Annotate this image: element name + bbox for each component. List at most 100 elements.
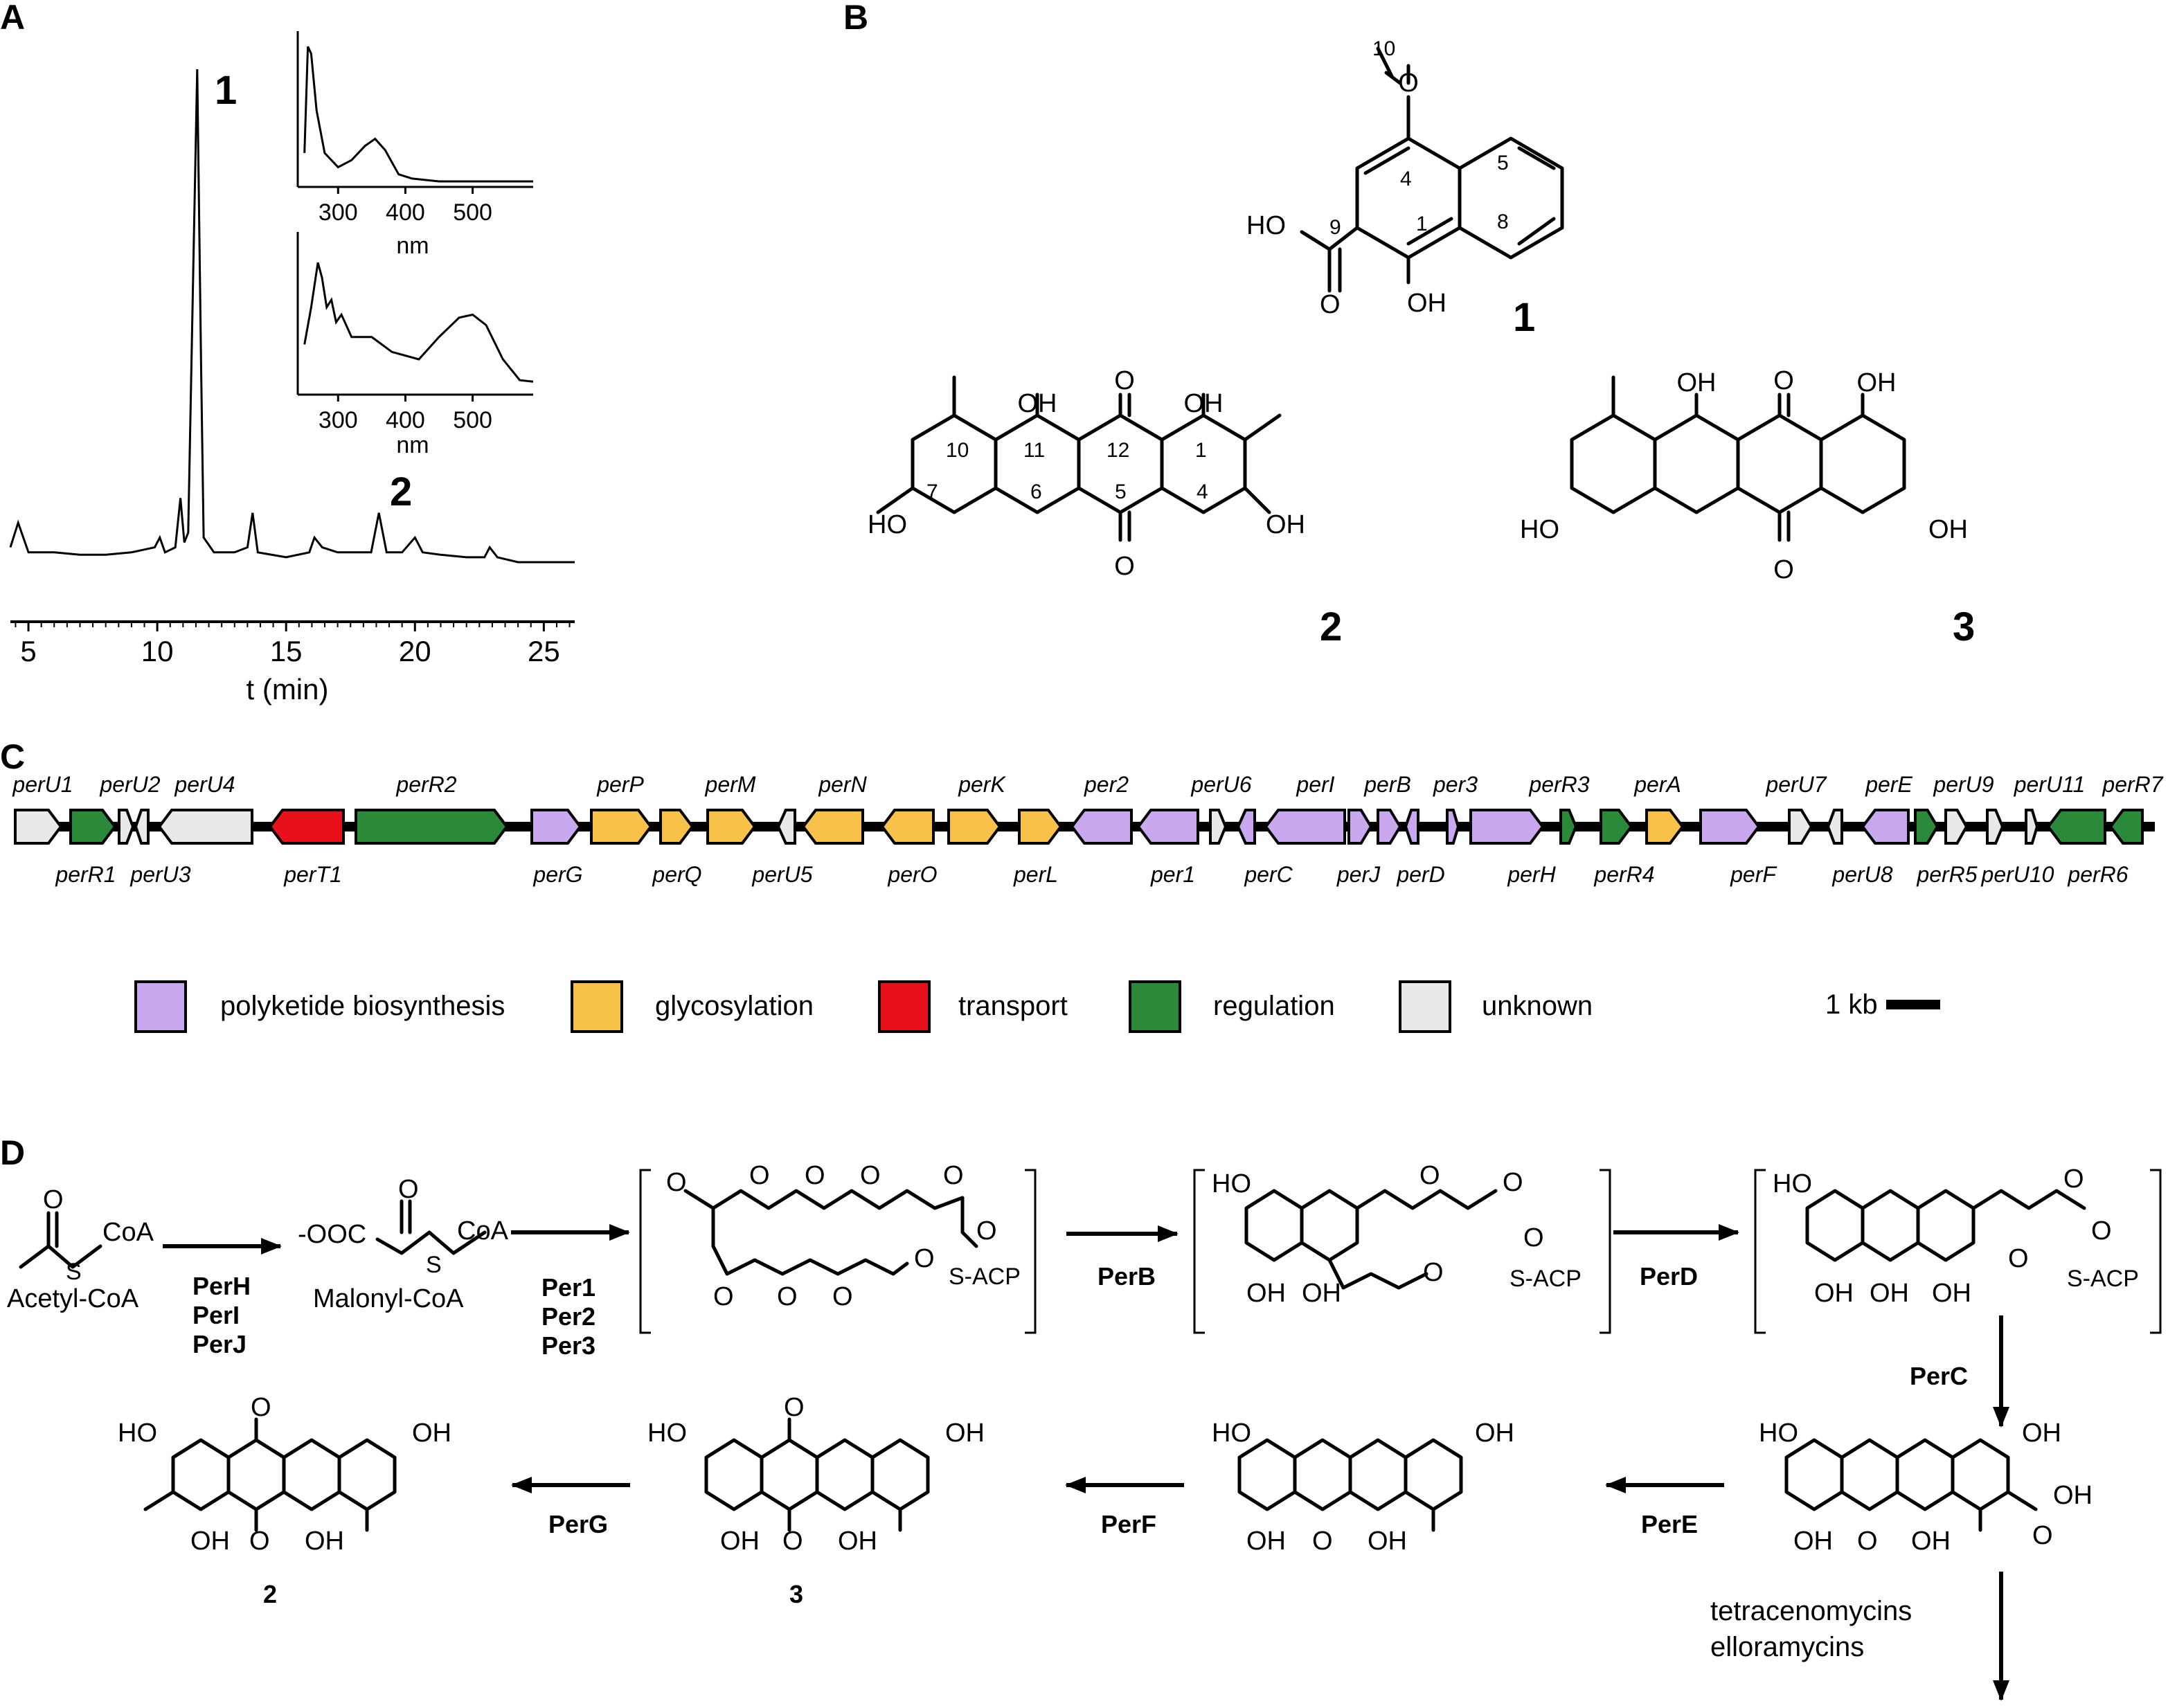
svg-text:O: O bbox=[832, 1282, 853, 1311]
structure-compound-1: O HO O OH 10 4 5 9 1 8 1 bbox=[1246, 37, 1564, 340]
x-axis-label: t (min) bbox=[247, 673, 329, 705]
gene-label-perJ: perJ bbox=[1336, 862, 1381, 887]
legend-swatch-transport bbox=[878, 980, 931, 1033]
svg-text:O: O bbox=[1114, 366, 1135, 395]
gene-arrow bbox=[1645, 809, 1685, 845]
structure-compound-2-pathway: O HO OH OH O OH 2 bbox=[118, 1393, 451, 1608]
gene-arrow bbox=[118, 809, 135, 845]
gene-arrow bbox=[1699, 809, 1761, 845]
gene-arrow bbox=[1986, 809, 2005, 845]
gene-arrow bbox=[1469, 809, 1545, 845]
svg-text:OH: OH bbox=[945, 1419, 985, 1448]
product-elloramycins: elloramycins bbox=[1710, 1632, 1864, 1662]
svg-text:O: O bbox=[805, 1161, 825, 1190]
svg-text:OH: OH bbox=[2053, 1481, 2093, 1510]
structure-compound-3: OH O OH HO OH O 3 bbox=[1520, 366, 1975, 649]
svg-text:O: O bbox=[2032, 1521, 2053, 1550]
svg-text:1: 1 bbox=[1195, 439, 1207, 462]
svg-text:OH: OH bbox=[1677, 368, 1717, 397]
x-tick-label: 5 bbox=[20, 635, 36, 667]
svg-text:PerD: PerD bbox=[1640, 1262, 1698, 1291]
svg-text:HO: HO bbox=[118, 1419, 157, 1448]
gene-label-perR4: perR4 bbox=[1593, 862, 1654, 887]
svg-text:OH: OH bbox=[720, 1527, 760, 1556]
svg-text:10: 10 bbox=[946, 439, 969, 462]
gene-label-perR2: perR2 bbox=[395, 772, 456, 797]
gene-label-perF: perF bbox=[1730, 862, 1777, 887]
gene-arrow bbox=[1018, 809, 1063, 845]
gene-label-perH: perH bbox=[1507, 862, 1556, 887]
svg-text:Per1: Per1 bbox=[541, 1273, 595, 1302]
svg-text:OH: OH bbox=[1246, 1279, 1286, 1308]
gene-label-perP: perP bbox=[596, 772, 644, 797]
gene-label-perU1: perU1 bbox=[12, 772, 73, 797]
svg-text:OH: OH bbox=[1928, 515, 1968, 544]
svg-text:OH: OH bbox=[1184, 389, 1224, 418]
svg-text:S: S bbox=[66, 1259, 82, 1285]
gene-arrow bbox=[1347, 809, 1373, 845]
gene-label-perU7: perU7 bbox=[1765, 772, 1827, 797]
gene-arrow bbox=[268, 809, 345, 845]
svg-text:5: 5 bbox=[1497, 152, 1509, 174]
biosynthesis-pathway: O S CoA Acetyl-CoA PerH PerI PerJ -OOC O… bbox=[7, 1161, 2162, 1701]
scale-bar-label: 1 kb bbox=[1825, 989, 1878, 1020]
gene-arrow bbox=[880, 809, 935, 845]
gene-label-perU8: perU8 bbox=[1831, 862, 1892, 887]
svg-text:OH: OH bbox=[1793, 1527, 1833, 1556]
svg-text:O: O bbox=[251, 1393, 271, 1422]
gene-label-perU9: perU9 bbox=[1933, 772, 1994, 797]
svg-text:PerE: PerE bbox=[1641, 1510, 1698, 1538]
svg-text:O: O bbox=[1320, 290, 1341, 319]
svg-text:O: O bbox=[943, 1161, 964, 1190]
gene-arrow bbox=[590, 809, 653, 845]
gene-arrow bbox=[1377, 809, 1402, 845]
gene-arrow bbox=[947, 809, 1002, 845]
svg-text:O: O bbox=[1523, 1223, 1544, 1252]
pathway-label-3: 3 bbox=[789, 1580, 803, 1608]
gene-label-perR6: perR6 bbox=[2067, 862, 2128, 887]
svg-text:7: 7 bbox=[926, 480, 938, 503]
inset-tick-label: 400 bbox=[386, 199, 425, 226]
svg-text:O: O bbox=[1398, 69, 1419, 98]
svg-text:O: O bbox=[777, 1282, 798, 1311]
svg-text:O: O bbox=[2091, 1216, 2112, 1246]
svg-text:O: O bbox=[860, 1161, 881, 1190]
svg-text:PerJ: PerJ bbox=[192, 1330, 247, 1358]
gene-label-perR3: perR3 bbox=[1528, 772, 1589, 797]
gene-label-per3: per3 bbox=[1433, 772, 1478, 797]
svg-text:O: O bbox=[749, 1161, 770, 1190]
inset-tick-label: 500 bbox=[453, 407, 492, 433]
svg-text:OH: OH bbox=[1368, 1527, 1407, 1556]
svg-text:O: O bbox=[1419, 1161, 1440, 1190]
svg-text:PerH: PerH bbox=[192, 1272, 251, 1300]
gene-label-perU6: perU6 bbox=[1190, 772, 1251, 797]
svg-text:O: O bbox=[398, 1175, 419, 1204]
svg-text:OH: OH bbox=[1870, 1279, 1909, 1308]
svg-text:O: O bbox=[1857, 1527, 1878, 1556]
structure-malonyl-coa: -OOC O S CoA Malonyl-CoA bbox=[298, 1175, 509, 1313]
svg-text:O: O bbox=[2063, 1165, 2084, 1194]
panel-label-a: A bbox=[0, 0, 25, 37]
gene-label-per1: per1 bbox=[1150, 862, 1195, 887]
svg-text:HO: HO bbox=[1212, 1169, 1251, 1198]
legend-label-polyketide: polyketide biosynthesis bbox=[220, 991, 505, 1021]
svg-text:O: O bbox=[914, 1244, 935, 1273]
gene-arrow bbox=[776, 809, 796, 845]
gene-label-perA: perA bbox=[1633, 772, 1681, 797]
gene-arrow bbox=[1788, 809, 1813, 845]
legend-swatch-polyketide bbox=[134, 980, 187, 1033]
svg-text:OH: OH bbox=[190, 1527, 230, 1556]
svg-text:HO: HO bbox=[1246, 211, 1286, 240]
svg-text:O: O bbox=[1312, 1527, 1333, 1556]
svg-text:OH: OH bbox=[1814, 1279, 1854, 1308]
inset-tick-label: 300 bbox=[319, 199, 358, 226]
gene-arrow bbox=[1826, 809, 1843, 845]
svg-text:OH: OH bbox=[1018, 389, 1057, 418]
gene-arrow bbox=[1914, 809, 1939, 845]
gene-arrow bbox=[1236, 809, 1256, 845]
structure-anthrone-intermediate: HO OH OH O OH bbox=[1212, 1419, 1514, 1556]
gene-arrow bbox=[1600, 809, 1633, 845]
svg-text:PerB: PerB bbox=[1098, 1262, 1156, 1291]
